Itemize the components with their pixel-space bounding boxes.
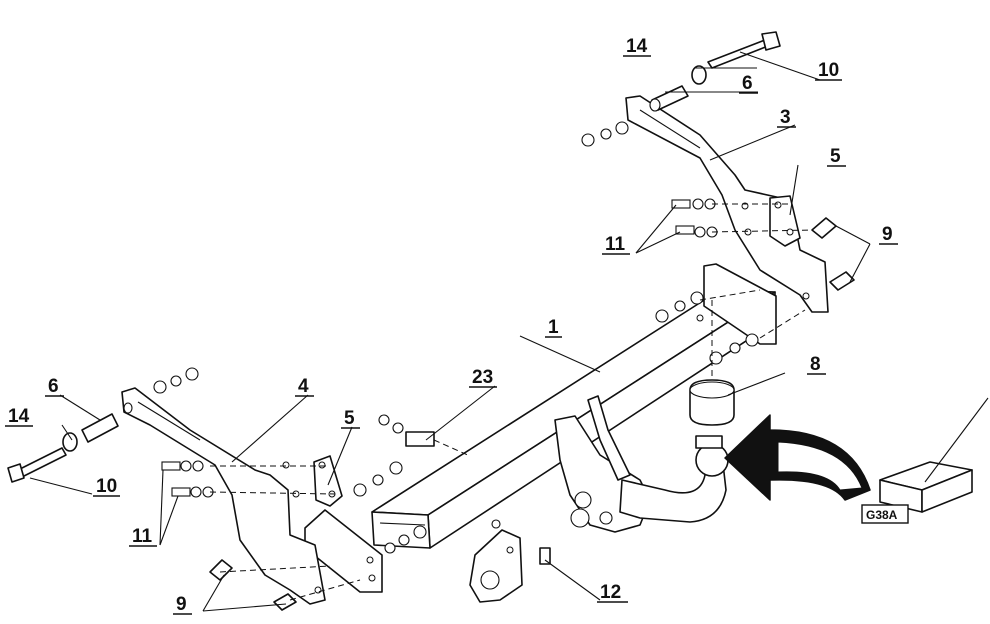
callout-3: 3 <box>780 107 791 128</box>
callout-6-right: 6 <box>742 73 753 94</box>
callout-11-left: 11 <box>132 526 153 547</box>
callout-6-left: 6 <box>48 376 59 397</box>
callout-10-right: 10 <box>818 60 839 81</box>
bracket-part-4 <box>121 387 326 605</box>
ball-cover-part-8 <box>689 379 735 426</box>
callout-5-left: 5 <box>344 408 355 429</box>
callout-10-left: 10 <box>96 476 117 497</box>
callout-5-right: 5 <box>830 146 841 167</box>
callout-14-left: 14 <box>8 406 30 427</box>
callout-1: 1 <box>548 317 559 338</box>
plate-part-5-right <box>769 195 801 247</box>
fasteners <box>7 31 855 611</box>
callout-9-left: 9 <box>176 594 187 615</box>
towball-mount <box>554 395 729 533</box>
callout-8: 8 <box>810 354 821 375</box>
hardware-kit-box <box>879 461 973 513</box>
alignment-lines <box>209 203 813 601</box>
mount-direction-arrow <box>724 414 871 501</box>
callout-labels: 1 3 4 5 5 6 6 8 9 9 10 10 11 11 12 14 14 <box>5 36 898 615</box>
callout-12: 12 <box>600 582 621 603</box>
callout-14-right: 14 <box>626 36 648 57</box>
kit-label-text: G38A <box>866 508 898 522</box>
callout-23: 23 <box>472 367 493 388</box>
socket-plate-part-12 <box>469 529 551 603</box>
crossbar-right-plate <box>703 263 777 345</box>
kit-label: G38A <box>861 504 909 524</box>
leader-lines <box>29 51 989 612</box>
plate-part-5-left <box>313 455 343 507</box>
callout-11-right: 11 <box>605 234 626 255</box>
callout-4: 4 <box>298 376 309 397</box>
callout-9-right: 9 <box>882 224 893 245</box>
